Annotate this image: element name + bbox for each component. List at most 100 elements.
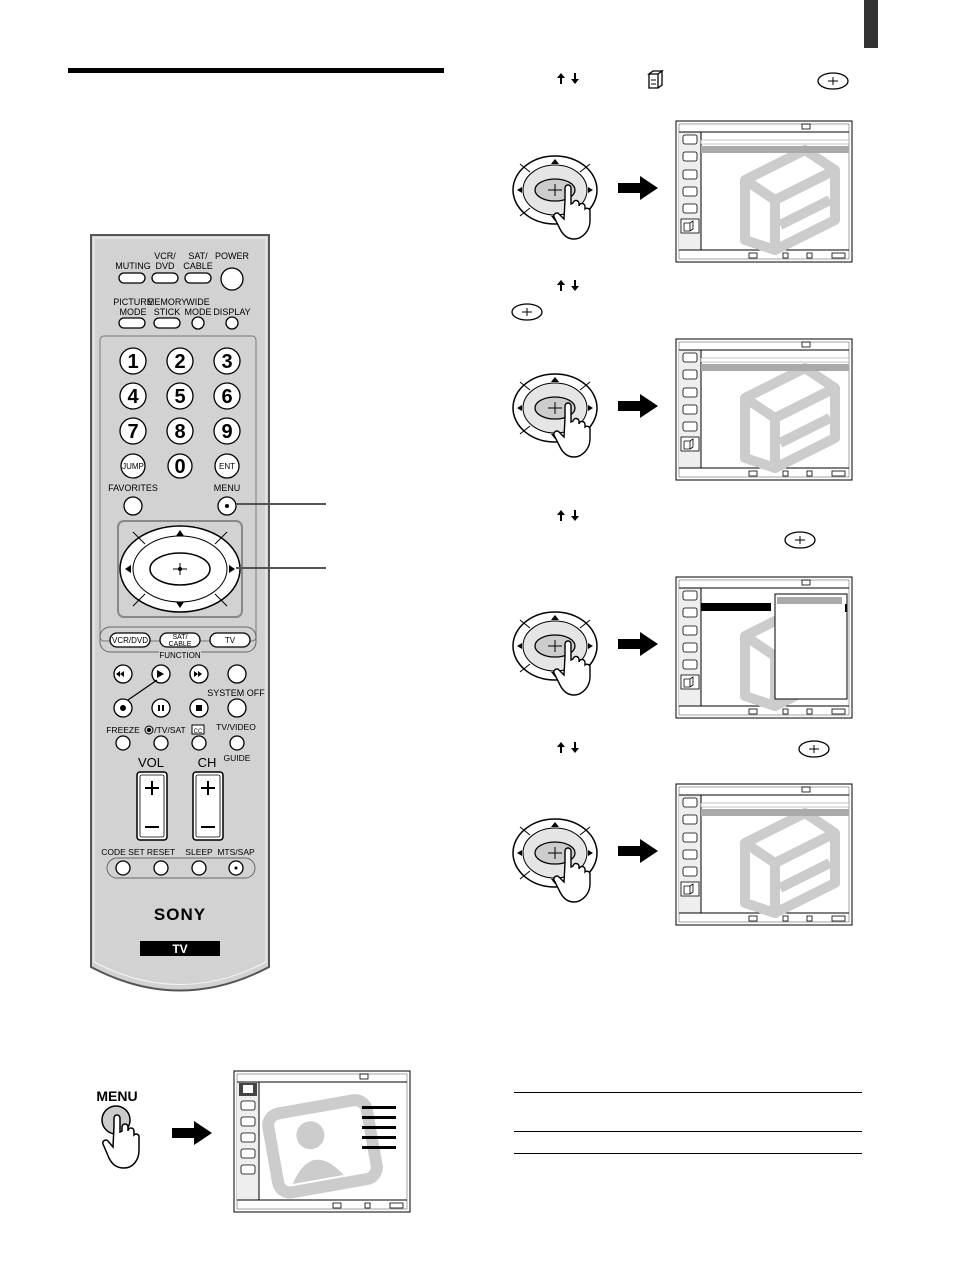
digit-1-button[interactable]: 1 <box>119 347 147 375</box>
up-arrow-icon <box>557 510 565 521</box>
power-button[interactable]: POWER <box>215 251 250 291</box>
svg-text:4: 4 <box>127 386 139 408</box>
step-3-joystick-press <box>512 373 598 458</box>
svg-text:GUIDE: GUIDE <box>224 753 251 763</box>
volume-rocker[interactable]: VOL <box>136 755 168 841</box>
muting-button[interactable]: MUTING <box>115 261 151 284</box>
setup-icon <box>647 70 664 89</box>
menu-callout-line <box>236 503 326 505</box>
rewind-button[interactable] <box>113 664 133 684</box>
sat-cable-label-1: SAT/ <box>188 251 208 261</box>
fast-forward-button[interactable] <box>189 664 209 684</box>
mts-sap-label: MTS/SAP <box>217 847 255 857</box>
code-set-button[interactable] <box>115 860 131 876</box>
sleep-label: SLEEP <box>185 847 213 857</box>
menu-button[interactable]: MENU <box>214 483 241 516</box>
step-2-next-arrow-icon <box>618 176 658 200</box>
digit-7-button[interactable]: 7 <box>119 417 147 445</box>
brand-logo: SONY <box>154 905 206 924</box>
memory-stick-label-2: STICK <box>154 307 181 317</box>
step-2-instruction-icons <box>557 70 849 90</box>
svg-text:DISPLAY: DISPLAY <box>213 307 250 317</box>
step-4-tv-menu-screen <box>675 576 853 719</box>
svg-text:2: 2 <box>174 351 185 373</box>
joystick-button-icon <box>511 303 543 321</box>
menu-press-illustration <box>101 1105 140 1169</box>
unlabeled-button[interactable] <box>227 664 247 684</box>
jump-button[interactable]: JUMP <box>120 453 146 479</box>
favorites-button[interactable]: FAVORITES <box>108 483 158 516</box>
code-set-label: CODE SET <box>101 847 144 857</box>
sat-cable-button[interactable]: SAT/ CABLE <box>183 251 213 284</box>
picture-mode-button[interactable]: PICTURE MODE <box>113 297 153 329</box>
pause-button[interactable] <box>151 698 171 718</box>
function-label: FUNCTION <box>159 651 201 660</box>
step-3-tv-menu-screen <box>675 338 853 481</box>
svg-text:POWER: POWER <box>215 251 250 261</box>
svg-text:9: 9 <box>221 421 232 443</box>
zero-button[interactable]: 0 <box>167 453 193 479</box>
joystick-pad[interactable] <box>117 520 243 618</box>
svg-text:VOL: VOL <box>138 755 164 770</box>
display-button[interactable]: DISPLAY <box>213 307 251 330</box>
stop-button[interactable] <box>189 698 209 718</box>
svg-text:ENT: ENT <box>219 462 235 471</box>
sat-cable-label-2: CABLE <box>183 261 213 271</box>
digit-4-button[interactable]: 4 <box>119 382 147 410</box>
sleep-button[interactable] <box>191 860 207 876</box>
system-off-button[interactable]: SYSTEM OFF <box>207 688 265 718</box>
svg-text:1: 1 <box>127 351 138 373</box>
wide-mode-button[interactable]: WIDE MODE <box>185 297 212 330</box>
digit-6-button[interactable]: 6 <box>213 382 241 410</box>
step-5-next-arrow-icon <box>618 839 658 863</box>
svg-text:TV: TV <box>225 636 236 645</box>
step-4-next-arrow-icon <box>618 632 658 656</box>
tv-badge <box>140 941 220 956</box>
step-5-joystick-icon <box>798 740 830 758</box>
tv-sat-button[interactable]: /TV/SAT <box>144 725 186 751</box>
tv-video-button[interactable]: TV/VIDEO GUIDE <box>216 722 256 763</box>
step-2-tv-menu-screen <box>675 120 853 263</box>
down-arrow-icon <box>571 510 579 521</box>
function-vcr-dvd-button[interactable]: VCR/DVD <box>109 632 151 648</box>
digit-9-button[interactable]: 9 <box>213 417 241 445</box>
reset-button[interactable] <box>153 860 169 876</box>
svg-text:FREEZE: FREEZE <box>106 725 140 735</box>
svg-text:6: 6 <box>221 386 232 408</box>
vcr-dvd-label-2: DVD <box>155 261 175 271</box>
play-button[interactable] <box>151 664 171 684</box>
svg-text:3: 3 <box>221 351 232 373</box>
svg-text:TV: TV <box>172 942 187 956</box>
svg-text:FAVORITES: FAVORITES <box>108 483 158 493</box>
svg-text:JUMP: JUMP <box>122 462 144 471</box>
next-arrow-icon <box>172 1121 212 1145</box>
svg-text:VCR/DVD: VCR/DVD <box>112 636 148 645</box>
function-tv-button[interactable]: TV <box>209 632 251 648</box>
table-top-rule <box>514 1092 862 1093</box>
svg-text:TV/VIDEO: TV/VIDEO <box>216 722 256 732</box>
digit-8-button[interactable]: 8 <box>166 417 194 445</box>
freeze-button[interactable]: FREEZE <box>106 725 140 751</box>
up-arrow-icon <box>557 73 565 84</box>
down-arrow-icon <box>571 73 579 84</box>
page-tab <box>864 0 878 48</box>
vcr-dvd-button[interactable]: VCR/ DVD <box>151 251 179 284</box>
joystick-button-icon <box>817 72 849 90</box>
record-button[interactable] <box>113 698 133 718</box>
picture-mode-label-2: MODE <box>120 307 147 317</box>
channel-rocker[interactable]: CH <box>192 755 224 841</box>
step-2-joystick-press <box>512 155 598 240</box>
svg-text:CH: CH <box>198 755 217 770</box>
svg-text:8: 8 <box>174 421 185 443</box>
step-5-arrows <box>557 742 579 753</box>
svg-text:0: 0 <box>174 456 185 478</box>
cc-button[interactable]: CC <box>191 724 207 751</box>
digit-5-button[interactable]: 5 <box>166 382 194 410</box>
function-sat-cable-button[interactable]: SAT/ CABLE <box>159 632 201 648</box>
ent-button[interactable]: ENT <box>214 453 240 479</box>
wide-mode-label-1: WIDE <box>186 297 210 307</box>
digit-2-button[interactable]: 2 <box>166 347 194 375</box>
reset-label: RESET <box>147 847 175 857</box>
digit-3-button[interactable]: 3 <box>213 347 241 375</box>
memory-stick-button[interactable]: MEMORY STICK <box>147 297 187 329</box>
